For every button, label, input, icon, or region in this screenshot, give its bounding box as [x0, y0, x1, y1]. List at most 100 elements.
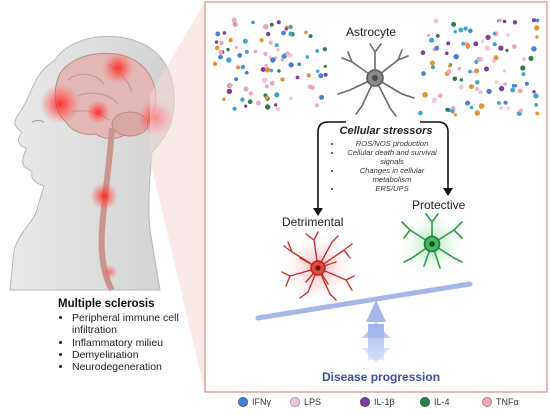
multiple-sclerosis-title: Multiple sclerosis [58, 298, 155, 310]
cytokine-particle [231, 17, 237, 23]
cytokine-particle [506, 106, 510, 111]
cytokine-particle [214, 45, 220, 51]
cytokine-particle [323, 72, 328, 77]
legend-item-ifng: IFNγ [238, 397, 271, 407]
cytokine-particle [476, 56, 481, 62]
cytokine-particle [474, 59, 479, 64]
cytokine-particle [263, 51, 268, 57]
cytokine-particle [288, 24, 293, 30]
cytokine-particle [512, 20, 518, 25]
cytokine-particle [492, 31, 496, 36]
cytokine-particle [520, 65, 526, 71]
cytokine-particle [226, 47, 230, 52]
cytokine-particle [474, 68, 479, 74]
cytokine-particle [234, 77, 239, 82]
cytokine-particle [533, 93, 539, 99]
cytokine-particle [435, 34, 440, 38]
inflammation-spot [40, 84, 80, 124]
cytokine-particle [463, 26, 468, 31]
cytokine-particle [244, 49, 249, 54]
cytokine-particle [281, 30, 286, 36]
cytokine-particle [219, 40, 224, 46]
cytokine-particle [259, 38, 264, 43]
cytokine-particle [269, 22, 274, 27]
cytokine-particle [316, 69, 320, 73]
cytokine-particle [289, 96, 293, 101]
cytokine-particle [236, 65, 240, 70]
cytokine-particle [268, 40, 273, 45]
cytokine-particle [318, 73, 324, 79]
cellular-stressors-title: Cellular stressors [339, 125, 433, 137]
cytokine-particle [260, 67, 266, 72]
cytokine-particle [498, 45, 504, 51]
cytokine-particle [284, 27, 288, 31]
cytokine-particle [453, 30, 457, 34]
cytokine-particle [528, 55, 534, 61]
cytokine-particle [498, 18, 503, 23]
cytokine-particle [276, 20, 281, 25]
cytokine-particle [314, 103, 320, 108]
cytokine-particle [521, 72, 526, 77]
cytokine-particle [459, 78, 464, 82]
cytokine-particle [276, 47, 280, 52]
legend-swatch [360, 397, 370, 407]
cytokine-particle [226, 88, 233, 95]
cytokine-particle [305, 55, 309, 59]
cytokine-particle [228, 38, 233, 43]
astrocyte-label: Astrocyte [346, 25, 397, 39]
cytokine-particle [269, 80, 275, 86]
cytokine-particle [268, 55, 272, 59]
cytokine-particle [452, 76, 458, 82]
cytokine-particle [431, 97, 437, 103]
cytokine-particle [261, 77, 268, 84]
legend-item-tnfa: TNFα [482, 397, 519, 407]
cytokine-particle [474, 110, 480, 116]
cytokine-particle [274, 103, 278, 107]
cytokine-particle [288, 31, 294, 37]
legend-swatch [482, 397, 492, 407]
ms-feature-item: Neurodegeneration [72, 361, 208, 373]
cytokine-particle [471, 70, 475, 74]
cytokine-particle [532, 90, 536, 94]
ms-feature-item: Peripheral immune cell infiltration [72, 312, 208, 337]
cytokine-particle [494, 80, 499, 84]
cytokine-particle [322, 47, 327, 52]
cytokine-particle [240, 97, 245, 102]
cytokine-particle [264, 95, 269, 100]
cytokine-particle [264, 84, 269, 89]
legend-label: IL-1β [374, 397, 395, 407]
cytokine-particle [469, 105, 474, 110]
disease-progression-arrow [362, 322, 390, 362]
disease-progression-label: Disease progression [322, 370, 441, 384]
detrimental-astrocyte-icon [281, 231, 355, 301]
cytokine-particle [285, 51, 290, 56]
cytokine-particle [310, 85, 315, 90]
cytokine-particle [433, 18, 439, 24]
cytokine-particle [212, 61, 218, 66]
cytokine-particle [218, 54, 223, 60]
cytokine-particle [274, 92, 280, 98]
cytokine-particle [511, 44, 517, 49]
inflammation-spot [86, 100, 110, 124]
cytokine-cloud-left [212, 17, 328, 112]
cytokine-particle [465, 43, 471, 48]
cytokine-particle [315, 49, 320, 53]
cytokine-particle [534, 25, 540, 31]
cytokine-particle [280, 58, 285, 62]
stressor-item: Changes in cellular metabolism [342, 166, 442, 184]
cytokine-particle [232, 106, 237, 111]
cytokine-particle [297, 62, 302, 67]
cytokine-particle [506, 33, 510, 37]
cytokine-particle [240, 64, 246, 70]
cytokine-particle [535, 111, 540, 116]
stressor-item: Cellular death and survival signals [342, 148, 442, 166]
cytokine-particle [475, 87, 479, 91]
cellular-stressors-box: Cellular stressors ROS/NOS production Ce… [330, 125, 442, 193]
protective-label: Protective [412, 198, 466, 212]
inflammation-spot [102, 52, 134, 84]
cytokine-particle [453, 54, 459, 60]
cytokine-particle [429, 37, 435, 43]
cytokine-particle [269, 68, 274, 73]
cytokine-particle [422, 92, 429, 98]
cytokine-particle [499, 106, 504, 111]
